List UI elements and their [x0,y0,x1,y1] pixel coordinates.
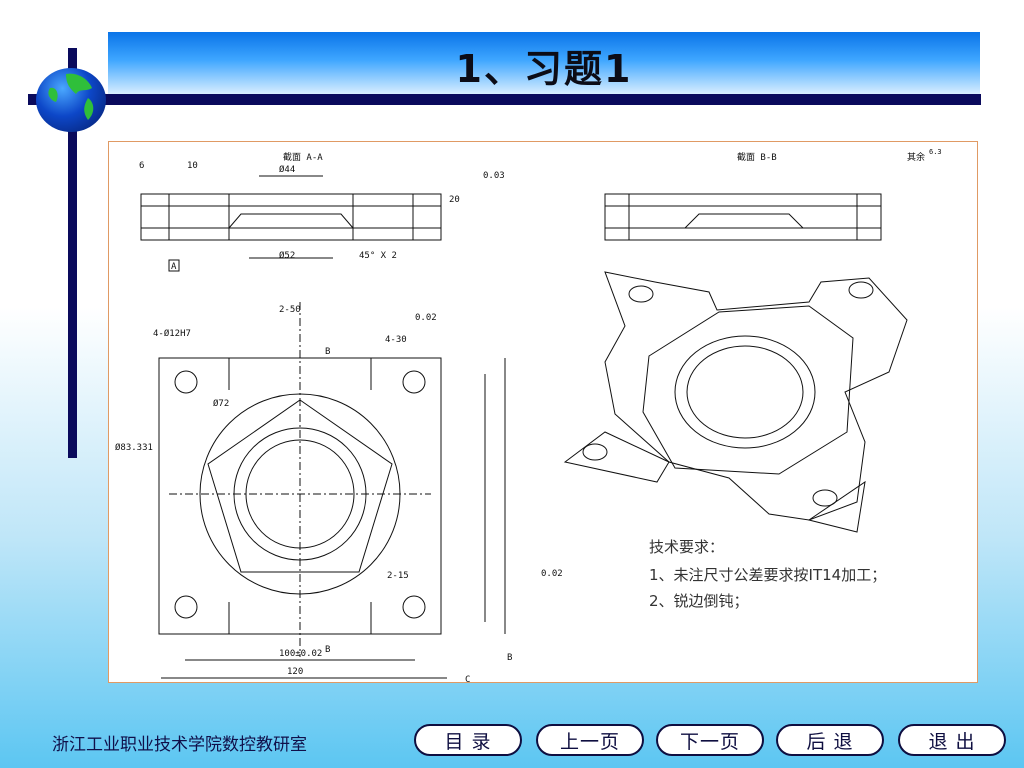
back-button[interactable]: 后 退 [776,724,884,756]
dim-120: 120 [287,667,303,677]
footer-institution: 浙江工业职业技术学院数控教研室 [52,735,307,755]
tech-title: 技术要求： [649,538,724,556]
dim-2-50: 2-50 [279,305,301,315]
symmetry-tolerance-b: 0.02 [541,569,563,579]
dim-10: 10 [187,161,198,171]
tech-req-1: 1、未注尺寸公差要求按IT14加工； [649,566,886,584]
title-band [108,32,980,94]
dim-chamfer: 45° X 2 [359,251,397,261]
cut-plane-b-top: B [325,347,330,357]
dim-2-15: 2-15 [387,571,409,581]
section-bb-label: 截面 B-B [737,151,777,163]
dim-d72: Ø72 [213,398,229,409]
roughness-value: 6.3 [929,148,942,156]
tech-req-2: 2、锐边倒钝； [649,592,749,610]
parallel-tolerance: 0.03 [483,171,505,181]
vertical-rule [68,48,77,458]
dim-d52: Ø52 [279,250,295,261]
datum-a: A [171,262,177,272]
slide-title: 1、习题1 [455,47,633,91]
title-rule [28,94,981,105]
dim-100: 100±0.02 [279,649,322,659]
dim-4-30: 4-30 [385,335,407,345]
dim-d83: Ø83.331 [115,442,153,453]
symmetry-tolerance-c: 0.02 [415,313,437,323]
roughness-note: 其余 [907,151,925,163]
datum-b: B [507,653,512,663]
dim-d44: Ø44 [279,164,295,175]
section-aa-label: 截面 A-A [283,151,323,163]
datum-c: C [465,675,470,682]
prev-page-button[interactable]: 上一页 [536,724,644,756]
cut-plane-b-bottom: B [325,645,330,655]
next-page-button[interactable]: 下一页 [656,724,764,756]
toc-button[interactable]: 目 录 [414,724,522,756]
dim-holes: 4-Ø12H7 [153,328,191,339]
dim-20: 20 [449,195,460,205]
globe-icon [36,68,106,132]
dim-6: 6 [139,161,144,171]
engineering-drawing: 截面 A-A 截面 B-B 其余 6.3 Ø44 Ø52 Ø72 Ø83.331… [108,141,978,683]
exit-button[interactable]: 退 出 [898,724,1006,756]
